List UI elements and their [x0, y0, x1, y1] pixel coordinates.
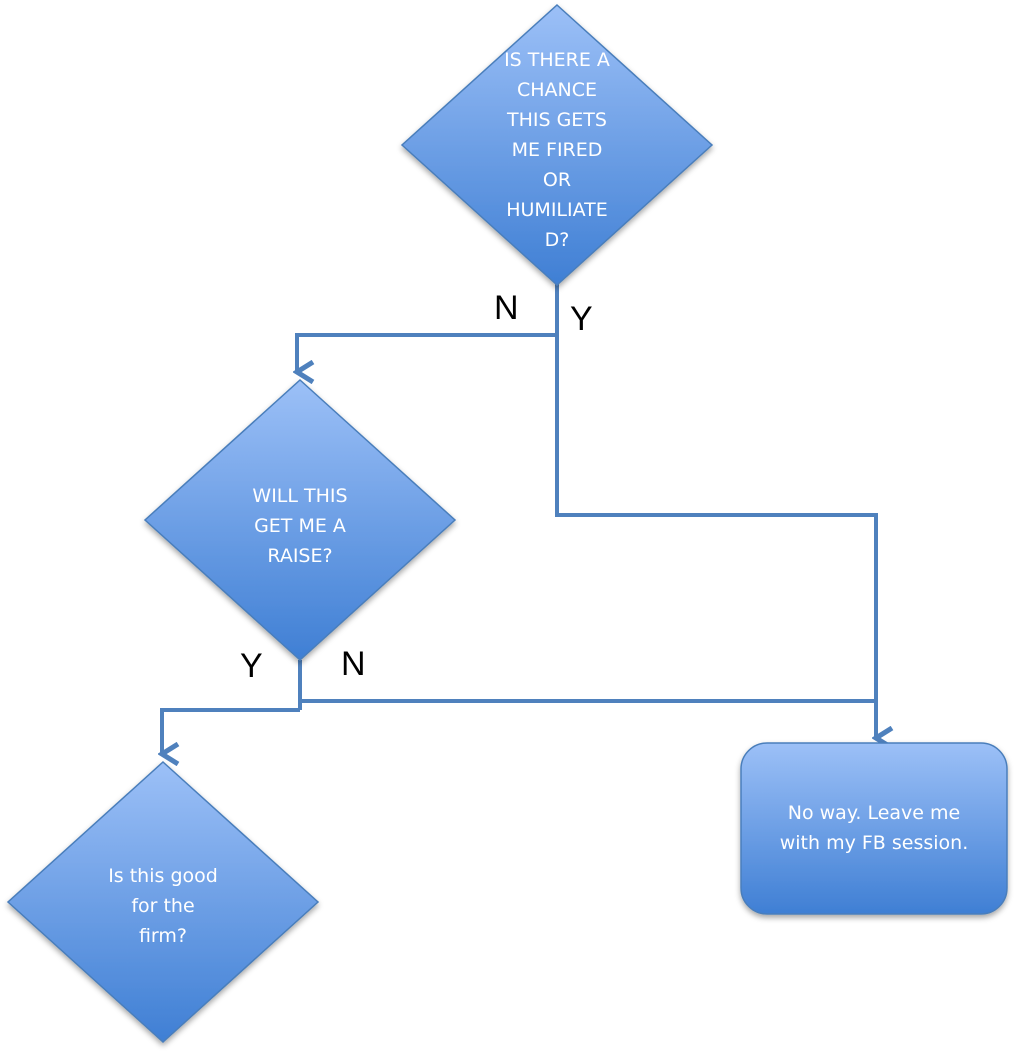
- decision-text-raise: WILL THIS GET ME A RAISE?: [252, 485, 348, 567]
- edge-label-q1-yes: Y: [570, 300, 593, 338]
- q1-yes-connector: [555, 335, 876, 738]
- decision-text-fired: IS THERE A CHANCE THIS GETS ME FIRED OR …: [504, 49, 610, 251]
- decision-diamond-firm[interactable]: [6, 760, 320, 1044]
- decision-diamond-fired[interactable]: [400, 3, 714, 287]
- decision-diamond-raise[interactable]: [143, 378, 457, 662]
- edge-label-q2-no: N: [341, 645, 366, 683]
- outcome-text-no-way: No way. Leave me with my FB session.: [779, 802, 969, 854]
- q2-yes-connector: [162, 708, 300, 754]
- outcome-box-no-way[interactable]: [740, 742, 1008, 915]
- edge-label-q2-yes: Y: [240, 647, 263, 685]
- q1-no-connector: [297, 333, 557, 372]
- edge-label-q1-no: N: [494, 289, 519, 327]
- connectors: [162, 284, 876, 754]
- decision-text-firm: Is this good for the firm?: [108, 865, 218, 947]
